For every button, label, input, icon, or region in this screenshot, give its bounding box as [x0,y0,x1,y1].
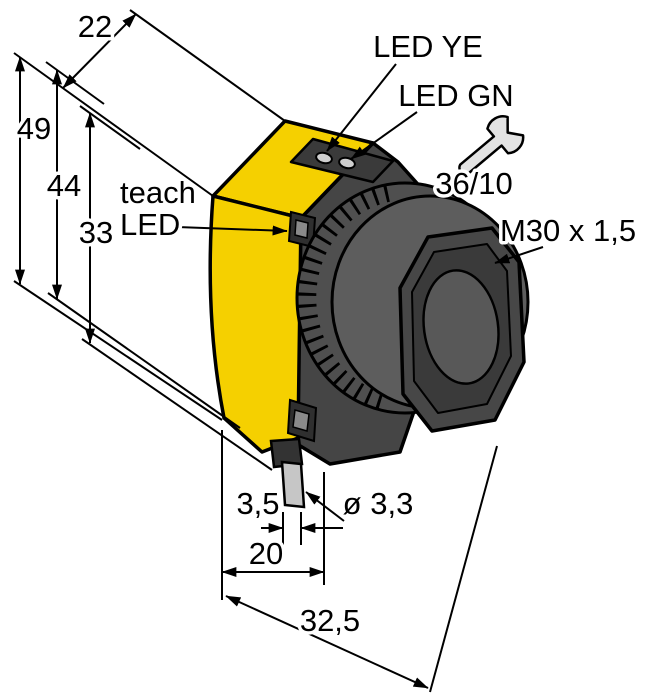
led-yellow-dot [315,151,333,165]
led-ye-label: LED YE [373,29,483,64]
dim-3-5-label: 3,5 [236,486,279,521]
torque-label: 36/10 [435,166,513,201]
teach-label-line1: teach [120,175,196,210]
dim-32-5-label: 32,5 [300,603,360,638]
bottom-bracket-window [292,409,310,432]
ext-line-22-front [13,52,214,197]
led-gn-leader [350,111,418,160]
teach-led-window [294,219,309,239]
cable [280,460,306,509]
dim-49-label: 49 [17,111,51,146]
cable-diameter-leader [305,491,345,522]
thread-leader [494,246,544,264]
led-green-dot [338,156,356,170]
ext-line-49-bottom [13,280,223,421]
ext-line-32-5-right [429,445,498,693]
thread-label: M30 x 1,5 [500,213,636,248]
ext-line-44-bottom [47,292,241,429]
teach-label-line2: LED [120,207,180,242]
dim-33-label: 33 [79,215,113,250]
dim-line-22 [62,13,137,89]
dim-20-label: 20 [249,536,283,571]
teach-led-leader [176,225,288,236]
dim-line-32-5 [225,595,429,689]
ext-line-44-top [45,61,105,105]
ext-line-33-bottom [81,338,273,471]
dimension-labels: 22 49 44 33 teach LED LED YE LED GN 36/1… [13,6,639,642]
cable-dia-label: ø 3,3 [343,486,414,521]
ext-line-22-back [129,9,286,122]
sensor-body [208,119,530,509]
wrench-icon [458,115,525,176]
housing-side-face [208,194,303,454]
dimension-lines [13,9,544,693]
lens [422,269,500,385]
led-gn-label: LED GN [398,78,513,113]
dim-44-label: 44 [47,168,81,203]
led-ye-leader [326,63,397,152]
dim-22-label: 22 [78,9,112,44]
